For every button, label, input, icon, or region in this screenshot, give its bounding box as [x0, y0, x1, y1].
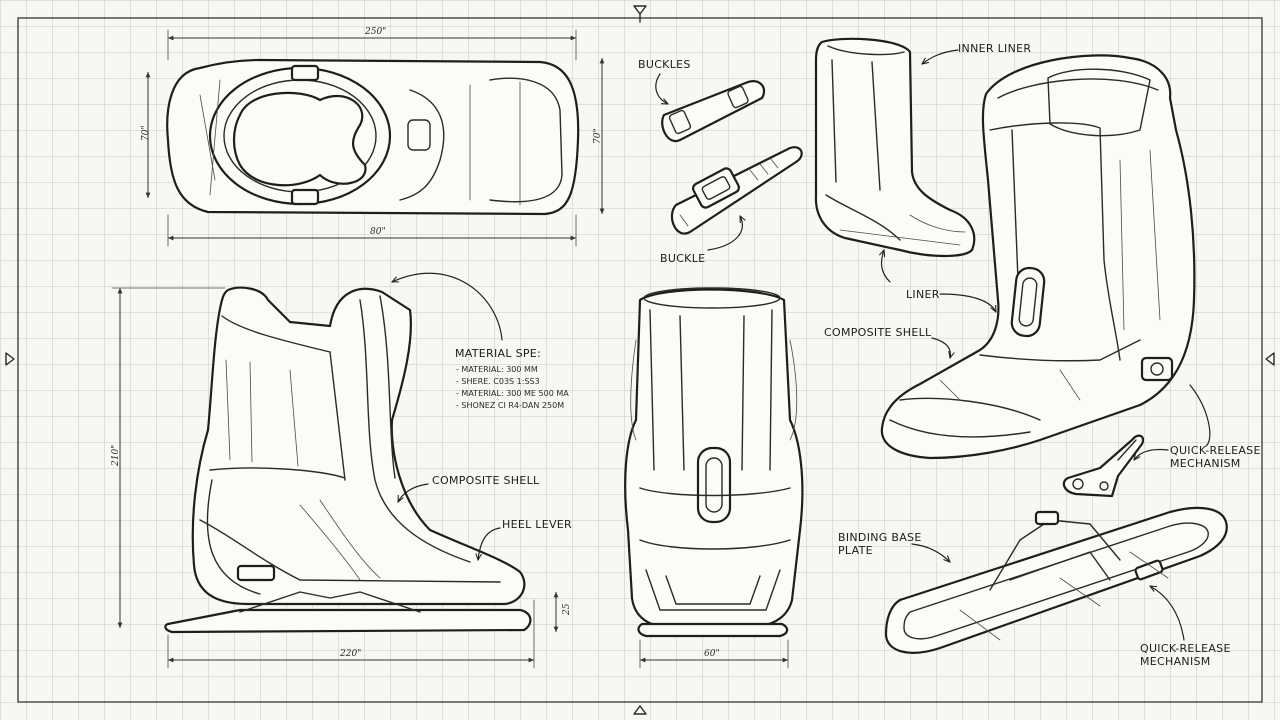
label-buckle: BUCKLE [660, 252, 705, 265]
spec-title: MATERIAL SPE: [455, 347, 541, 360]
label-heel-lever: HEEL LEVER [502, 518, 572, 531]
label-composite-shell-right: COMPOSITE SHELL [824, 326, 932, 339]
rear-view-boot-drawing [624, 287, 804, 638]
label-quick-release-bottom: QUICK-RELEASE MECHANISM [1140, 642, 1235, 668]
dim-top-width-right: 70" [593, 128, 603, 144]
spec-line-3: - MATERIAL: 300 ME 500 MA [456, 389, 569, 398]
three-quarter-boot-drawing [880, 54, 1196, 460]
dim-top-overall: 80" [370, 227, 386, 237]
label-quick-release-bottom-text: QUICK-RELEASE [1140, 642, 1231, 655]
label-quick-release-top-text: QUICK-RELEASE [1170, 444, 1261, 457]
dim-side-heel: 25 [562, 603, 572, 616]
spec-line-4: - SHONEZ CI R4-DAN 250M [456, 401, 564, 410]
label-quick-release-top-text-line2: MECHANISM [1170, 457, 1241, 470]
binding-base-plate-drawing [884, 506, 1228, 654]
dim-rear-width: 60" [704, 649, 720, 659]
label-buckles: BUCKLES [638, 58, 691, 71]
side-view-boot-drawing [164, 286, 532, 634]
dim-top-width-left: 70" [141, 125, 151, 141]
spec-line-1: - MATERIAL: 300 MM [456, 365, 538, 374]
label-composite-shell-left: COMPOSITE SHELL [432, 474, 540, 487]
dim-top-length: 250" [364, 27, 386, 37]
label-inner-liner: INNER LINER [958, 42, 1031, 55]
label-quick-release-top: QUICK-RELEASE MECHANISM [1170, 444, 1265, 470]
label-binding-base-plate: BINDING BASE PLATE [838, 531, 925, 557]
label-binding-base-plate-text-line2: PLATE [838, 544, 873, 557]
center-marks [5, 5, 1275, 715]
inner-liner-drawing [814, 37, 976, 258]
label-liner: LINER [906, 288, 940, 301]
spec-line-2: - SHERE. C03S 1:SS3 [456, 377, 540, 386]
buckles-drawing [661, 80, 803, 235]
label-binding-base-plate-text: BINDING BASE [838, 531, 922, 544]
material-spec-block: MATERIAL SPE: - MATERIAL: 300 MM - SHERE… [455, 347, 569, 410]
dim-side-length: 220" [339, 649, 361, 659]
side-view-dimensions [111, 287, 559, 669]
label-quick-release-bottom-text-line2: MECHANISM [1140, 655, 1211, 668]
dim-side-height: 210" [111, 445, 121, 467]
quick-release-mechanism-drawing [1062, 434, 1145, 498]
top-view-drawing [166, 58, 580, 216]
top-view-dimensions [145, 29, 605, 247]
